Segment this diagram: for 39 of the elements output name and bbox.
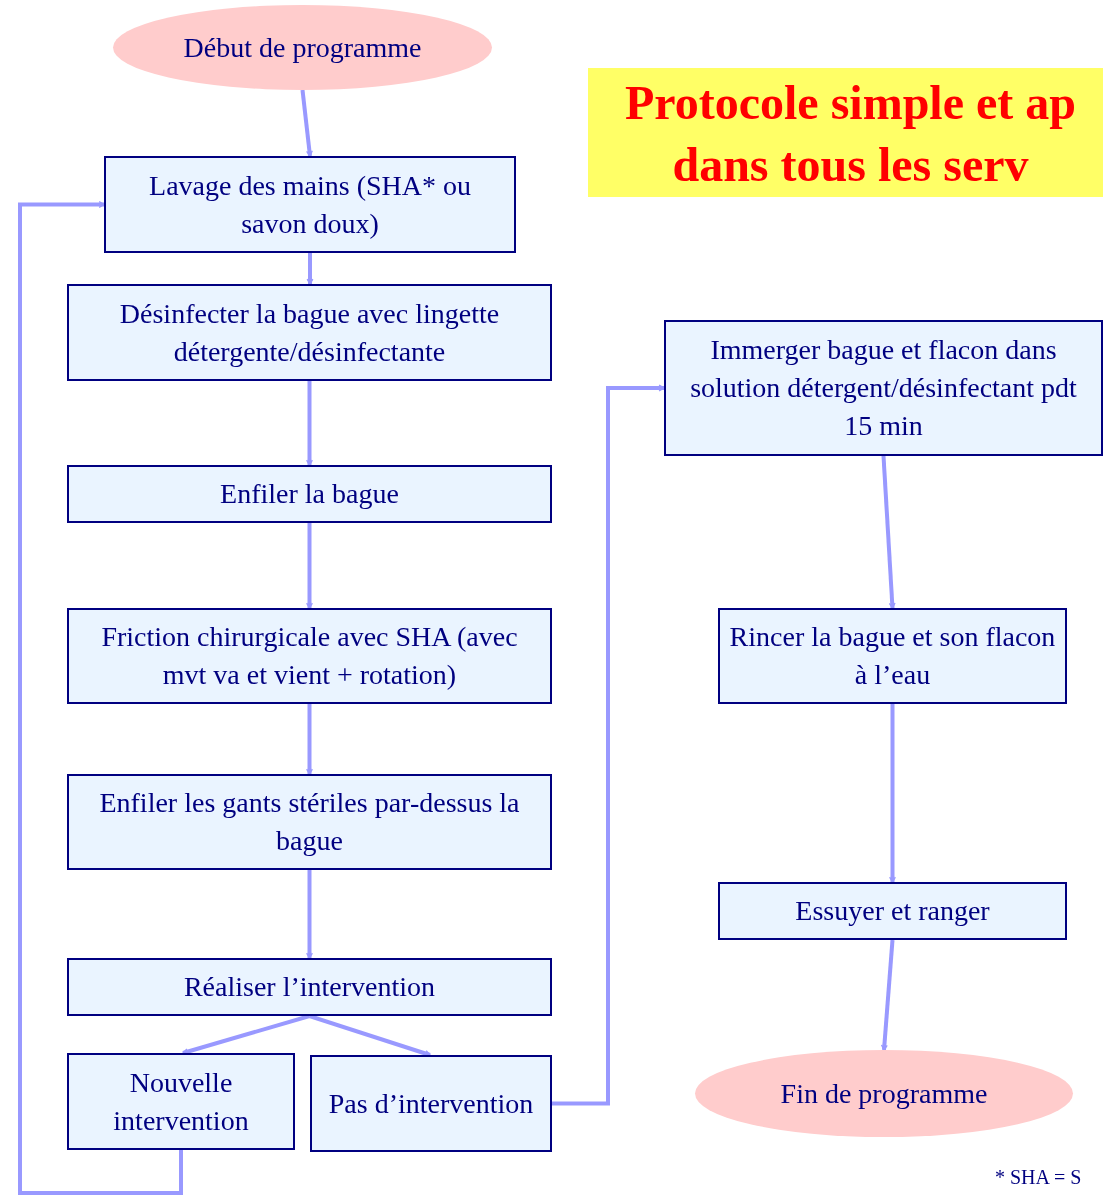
process-box bbox=[718, 608, 1067, 704]
process-box bbox=[104, 156, 516, 253]
step-text: Fin de programme bbox=[779, 1076, 989, 1111]
process-box bbox=[67, 1053, 295, 1150]
arrow bbox=[306, 381, 313, 466]
step-text: Enfiler les gants stériles par-dessus la bague bbox=[98, 786, 521, 858]
step-text: Friction chirurgicale avec SHA (avec mvt va et vient + rotation) bbox=[100, 620, 519, 692]
step-text: Réaliser l’intervention bbox=[182, 970, 437, 1004]
arrow bbox=[306, 523, 313, 609]
step-text: Enfiler la bague bbox=[219, 477, 400, 511]
process-box bbox=[67, 774, 552, 870]
arrow bbox=[889, 704, 896, 883]
step-text: Début de programme bbox=[182, 30, 423, 65]
process-box bbox=[67, 608, 552, 704]
arrow bbox=[306, 704, 313, 775]
arrow bbox=[881, 455, 896, 609]
arrow bbox=[306, 870, 313, 959]
arrow bbox=[300, 89, 313, 157]
arrow bbox=[182, 1014, 311, 1055]
step-text: Rincer la bague et son flacon à l’eau bbox=[728, 620, 1057, 692]
step-text: Nouvelle intervention bbox=[112, 1065, 250, 1138]
process-box bbox=[67, 958, 552, 1016]
step-text: Essuyer et ranger bbox=[794, 894, 991, 928]
footnote: * SHA = S bbox=[995, 1166, 1082, 1189]
arrow bbox=[308, 1014, 431, 1057]
step-text: Pas d’intervention bbox=[327, 1086, 535, 1121]
step-text: Désinfecter la bague avec lingette détergente/désinfectante bbox=[118, 296, 501, 369]
arrow bbox=[880, 939, 895, 1051]
process-box bbox=[664, 320, 1103, 456]
process-box bbox=[310, 1055, 552, 1152]
process-box bbox=[67, 465, 552, 523]
step-text: Lavage des mains (SHA* ou savon doux) bbox=[148, 168, 472, 241]
title-banner: Protocole simple et ap dans tous les serv bbox=[588, 68, 1103, 197]
process-box bbox=[67, 284, 552, 381]
arrow bbox=[18, 201, 183, 1195]
arrow bbox=[306, 253, 314, 285]
step-text: Immerger bague et flacon dans solution détergent/désinfectant pdt 15 min bbox=[689, 333, 1078, 443]
arrow bbox=[552, 384, 665, 1106]
process-box bbox=[718, 882, 1067, 940]
